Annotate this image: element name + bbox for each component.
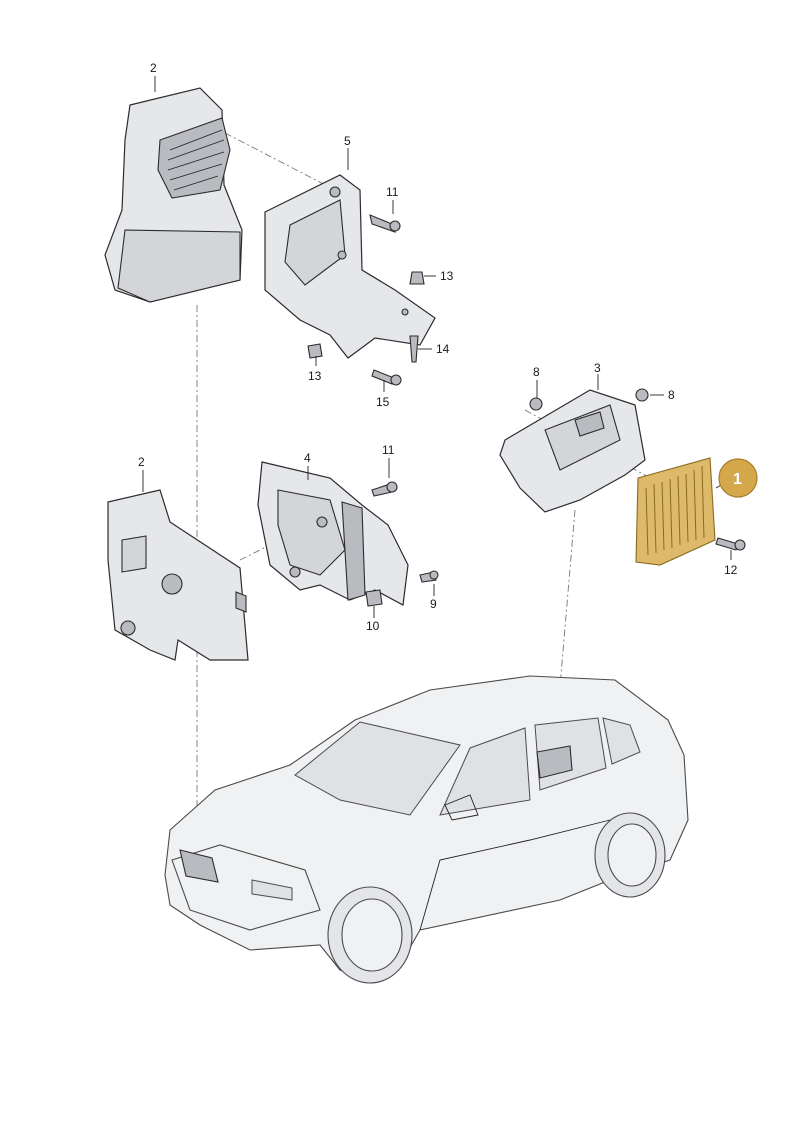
callout-15[interactable]: 15 [376,395,390,409]
callout-13-right[interactable]: 13 [440,269,454,283]
bolt-11-mid[interactable] [371,481,398,497]
bolt-11-top[interactable] [369,214,401,233]
callout-13-left[interactable]: 13 [308,369,322,383]
callout-2-mid[interactable]: 2 [138,455,145,469]
bolt-12[interactable] [715,537,746,551]
part-3-rear-bracket[interactable] [499,389,646,513]
part-5-upper-bracket[interactable] [264,174,436,359]
callout-8-left[interactable]: 8 [533,365,540,379]
nut-8-right[interactable] [635,388,649,402]
bolt-15[interactable] [371,369,402,386]
clip-13-left[interactable] [307,343,323,359]
callout-11-top[interactable]: 11 [386,185,399,199]
callout-2-top[interactable]: 2 [150,61,157,75]
fasteners [307,214,746,607]
vehicle-illustration [164,675,689,984]
part-1-control-unit[interactable] [635,457,716,566]
callout-8-right[interactable]: 8 [668,388,675,402]
callout-1-badge[interactable]: 1 [718,458,758,498]
screw-9[interactable] [419,570,439,583]
clip-10[interactable] [365,589,383,607]
part-2-upper-housing[interactable] [104,87,243,303]
callout-10[interactable]: 10 [366,619,380,633]
callout-3[interactable]: 3 [594,361,601,375]
part-2-lower-housing[interactable] [107,489,249,661]
callout-9[interactable]: 9 [430,597,437,611]
clip-13-right[interactable] [409,271,425,285]
callout-11-mid[interactable]: 11 [382,443,395,457]
part-4-middle-bracket[interactable] [257,461,409,606]
callout-14[interactable]: 14 [436,342,450,356]
callout-1: 1 [733,471,742,488]
nut-8-left[interactable] [529,397,543,411]
callout-labels: 2 5 11 13 14 13 15 8 3 8 1 12 2 4 11 9 1… [138,61,758,633]
callout-5[interactable]: 5 [344,134,351,148]
callout-4[interactable]: 4 [304,451,311,465]
callout-12[interactable]: 12 [724,563,738,577]
screw-14[interactable] [409,335,419,363]
